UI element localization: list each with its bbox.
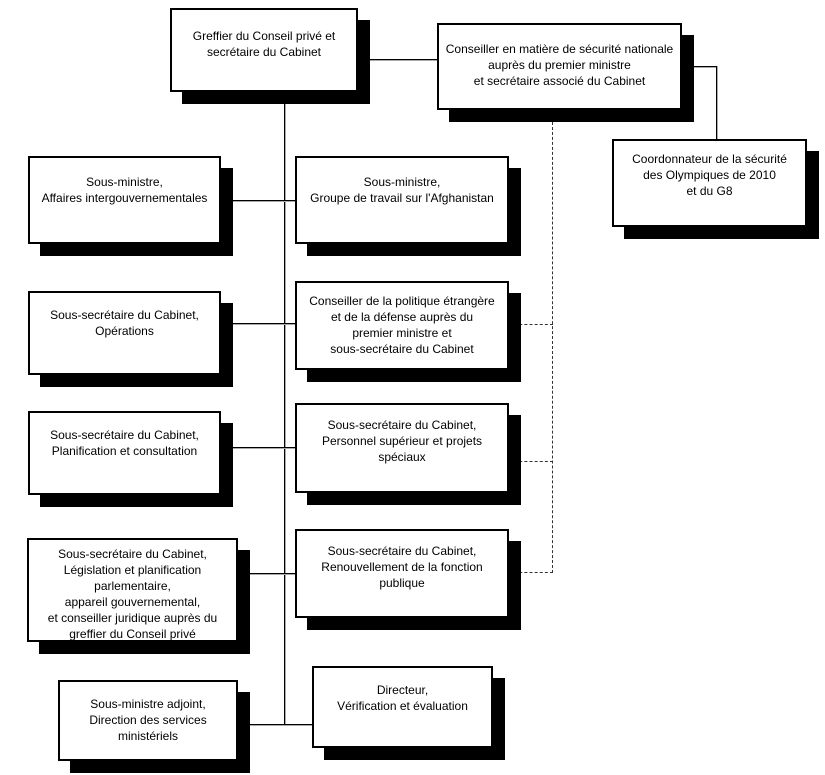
connector-row6 xyxy=(238,724,312,725)
org-box-sm-afghanistan: Sous-ministre, Groupe de travail sur l'A… xyxy=(295,156,509,244)
org-box-ssc-operations-label: Sous-secrétaire du Cabinet, Opérations xyxy=(50,308,199,338)
dashed-line-vertical xyxy=(552,122,553,573)
trunk-line xyxy=(284,92,285,724)
org-box-ssc-legislation-label: Sous-secrétaire du Cabinet, Législation … xyxy=(47,547,218,641)
connector-conseiller-elbow-vertical xyxy=(716,66,717,139)
connector-row3 xyxy=(221,323,295,324)
dashed-stub-politique-etrangere xyxy=(509,324,553,325)
org-box-conseiller-politique-etrangere: Conseiller de la politique étrangère et … xyxy=(295,281,509,370)
org-box-ssc-planification-consultation-label: Sous-secrétaire du Cabinet, Planificatio… xyxy=(50,428,199,458)
org-box-conseiller-securite-nationale: Conseiller en matière de sécurité nation… xyxy=(437,23,682,110)
org-box-coordonnateur-olympiques: Coordonnateur de la sécurité des Olympiq… xyxy=(612,139,807,227)
org-box-coordonnateur-olympiques-label: Coordonnateur de la sécurité des Olympiq… xyxy=(632,152,787,198)
connector-row2 xyxy=(221,200,295,201)
org-box-ssc-operations: Sous-secrétaire du Cabinet, Opérations xyxy=(28,291,221,375)
org-box-sm-affaires-intergouvernementales: Sous-ministre, Affaires intergouvernemen… xyxy=(28,156,221,244)
org-box-conseiller-politique-etrangere-label: Conseiller de la politique étrangère et … xyxy=(309,294,495,356)
org-box-greffier-label: Greffier du Conseil privé et secrétaire … xyxy=(192,29,336,59)
org-box-sma-services-ministeriels: Sous-ministre adjoint, Direction des ser… xyxy=(58,680,238,761)
org-box-directeur-verification: Directeur, Vérification et évaluation xyxy=(312,666,493,748)
org-box-ssc-renouvellement: Sous-secrétaire du Cabinet, Renouvelleme… xyxy=(295,529,509,618)
org-box-sm-affaires-intergouvernementales-label: Sous-ministre, Affaires intergouvernemen… xyxy=(41,175,208,205)
org-box-sma-services-ministeriels-label: Sous-ministre adjoint, Direction des ser… xyxy=(89,697,207,743)
org-box-directeur-verification-label: Directeur, Vérification et évaluation xyxy=(337,683,468,713)
connector-row5 xyxy=(238,573,295,574)
connector-greffier-conseiller xyxy=(358,59,437,60)
org-box-greffier: Greffier du Conseil privé et secrétaire … xyxy=(170,8,358,92)
dashed-stub-personnel-superieur xyxy=(509,461,553,462)
org-box-ssc-renouvellement-label: Sous-secrétaire du Cabinet, Renouvelleme… xyxy=(321,544,483,590)
dashed-stub-renouvellement xyxy=(509,572,553,573)
org-box-ssc-personnel-superieur: Sous-secrétaire du Cabinet, Personnel su… xyxy=(295,403,509,493)
org-box-conseiller-securite-nationale-label: Conseiller en matière de sécurité nation… xyxy=(445,42,674,88)
org-box-ssc-personnel-superieur-label: Sous-secrétaire du Cabinet, Personnel su… xyxy=(321,418,483,464)
org-box-sm-afghanistan-label: Sous-ministre, Groupe de travail sur l'A… xyxy=(310,175,494,205)
connector-row4 xyxy=(221,447,295,448)
org-box-ssc-legislation: Sous-secrétaire du Cabinet, Législation … xyxy=(27,538,238,642)
connector-conseiller-elbow-horizontal xyxy=(682,66,717,67)
org-box-ssc-planification-consultation: Sous-secrétaire du Cabinet, Planificatio… xyxy=(28,411,221,495)
